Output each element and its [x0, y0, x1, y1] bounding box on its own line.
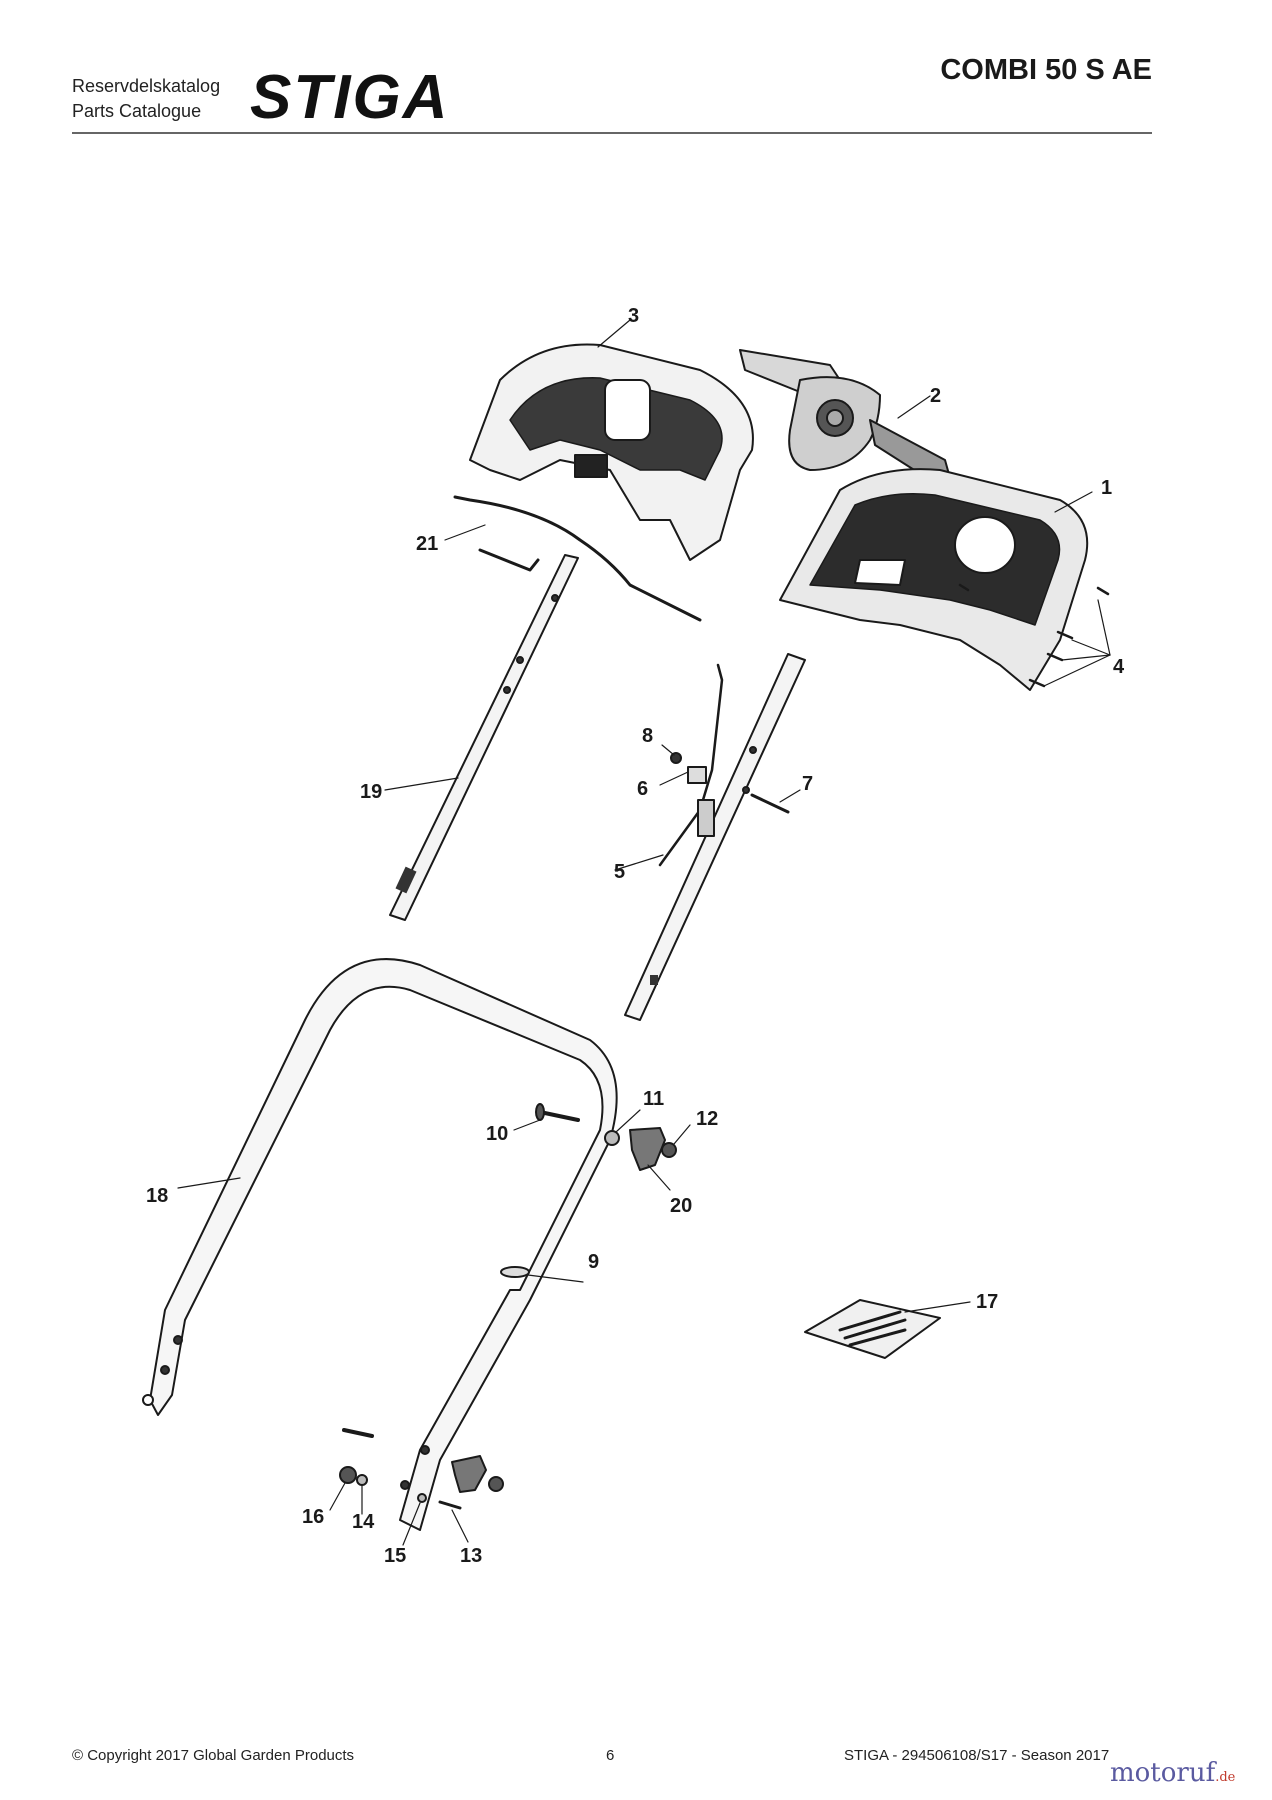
catalog-title-en: Parts Catalogue	[72, 101, 202, 121]
lower-bolt	[342, 1428, 374, 1438]
callout-17: 17	[976, 1291, 998, 1313]
part-13-bolt	[438, 1500, 462, 1510]
watermark-name: motoruf	[1110, 1758, 1216, 1788]
callout-16: 16	[302, 1506, 324, 1528]
part-9-clamp	[500, 1266, 530, 1278]
footer-doc-reference: STIGA - 294506108/S17 - Season 2017	[844, 1747, 1110, 1764]
callout-18: 18	[146, 1185, 168, 1207]
footer-page-number: 6	[606, 1747, 615, 1764]
callout-21: 21	[416, 533, 438, 555]
part-7-bolt	[750, 793, 790, 814]
footer-copyright: © Copyright 2017 Global Garden Products	[72, 1747, 355, 1764]
leader-lines	[177, 319, 1111, 1546]
callout-14: 14	[352, 1511, 375, 1533]
callout-4: 4	[1113, 656, 1125, 678]
part-2-control-lever	[739, 349, 951, 481]
callout-10: 10	[486, 1123, 508, 1145]
part-19-upper-tube-right	[624, 653, 806, 1021]
callout-6: 6	[637, 778, 648, 800]
part-16-nut	[339, 1466, 357, 1484]
model-name: COMBI 50 S AE	[940, 54, 1152, 86]
part-5-cable	[658, 663, 724, 867]
callout-5: 5	[614, 861, 625, 883]
part-12-nut	[661, 1142, 677, 1158]
watermark-logo: motoruf.de	[1110, 1758, 1235, 1788]
part-14-washer	[356, 1474, 368, 1486]
callout-15: 15	[384, 1545, 406, 1567]
part-4-screws	[958, 583, 1110, 688]
catalog-title-sv: Reservdelskatalog	[72, 76, 221, 96]
part-18-main-handle	[142, 958, 618, 1531]
callout-11: 11	[643, 1088, 664, 1110]
callout-7: 7	[802, 773, 813, 795]
part-19-upper-tube	[389, 554, 579, 921]
callout-12: 12	[696, 1108, 718, 1130]
part-15-washer	[417, 1493, 427, 1503]
callout-1: 1	[1101, 477, 1112, 499]
watermark-tld: .de	[1215, 1770, 1236, 1785]
callout-2: 2	[930, 385, 941, 407]
callout-20: 20	[670, 1195, 692, 1217]
header-divider	[72, 132, 1152, 134]
callout-13: 13	[460, 1545, 482, 1567]
callout-8: 8	[642, 725, 653, 747]
brand-logo: STIGA	[250, 63, 450, 132]
lower-knob	[451, 1455, 504, 1493]
part-8-nut	[670, 752, 682, 764]
callout-labels: 1 2 3 4 5 6 7 8 9 10 11 12 13 14 15 16 1…	[146, 305, 1125, 1567]
part-6-clip	[687, 766, 715, 837]
part-20-knob	[629, 1127, 666, 1171]
part-3-handle-cover	[469, 343, 754, 561]
callout-3: 3	[628, 305, 639, 327]
part-10-bolt	[535, 1103, 580, 1122]
callout-9: 9	[588, 1251, 599, 1273]
part-11-washer	[604, 1130, 620, 1146]
part-21-wire-link	[453, 495, 702, 622]
callout-19: 19	[360, 781, 382, 803]
part-1-handle-housing	[779, 468, 1089, 691]
part-17-hardware-bag	[804, 1299, 941, 1359]
